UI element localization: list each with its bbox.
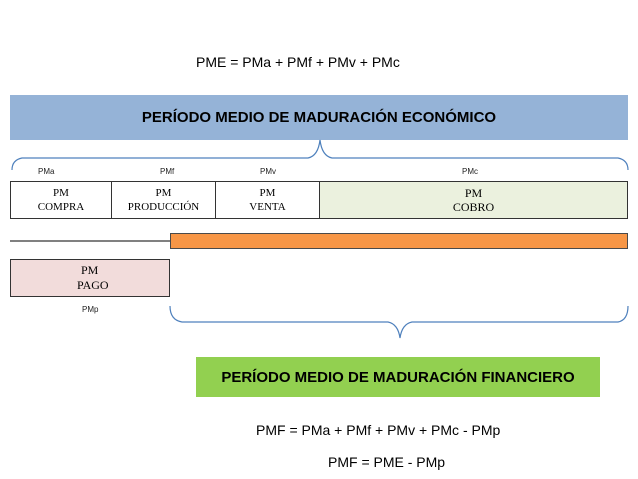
banner-financiero: PERÍODO MEDIO DE MADURACIÓN FINANCIERO (196, 357, 600, 397)
cell-pm-venta: PM VENTA (216, 181, 320, 219)
financiero-brace-icon (169, 305, 629, 339)
label-pma: PMa (38, 167, 55, 176)
cell-pm-pago: PM PAGO (10, 259, 170, 297)
banner-economico: PERÍODO MEDIO DE MADURACIÓN ECONÓMICO (10, 95, 628, 140)
orange-financial-bar (170, 233, 628, 249)
label-pmc: PMc (462, 167, 478, 176)
label-pmv: PMv (260, 167, 276, 176)
label-pmf: PMf (160, 167, 175, 176)
cell-pm-cobro: PM COBRO (320, 181, 628, 219)
pme-formula: PME = PMa + PMf + PMv + PMc (196, 54, 400, 70)
economico-brace-icon (11, 139, 629, 171)
label-pmp: PMp (82, 305, 99, 314)
cell-pm-produccion: PM PRODUCCIÓN (112, 181, 216, 219)
pmf-formula: PMF = PMa + PMf + PMv + PMc - PMp (256, 422, 501, 438)
pmf-short-formula: PMF = PME - PMp (328, 454, 446, 470)
cell-pm-compra: PM COMPRA (10, 181, 112, 219)
